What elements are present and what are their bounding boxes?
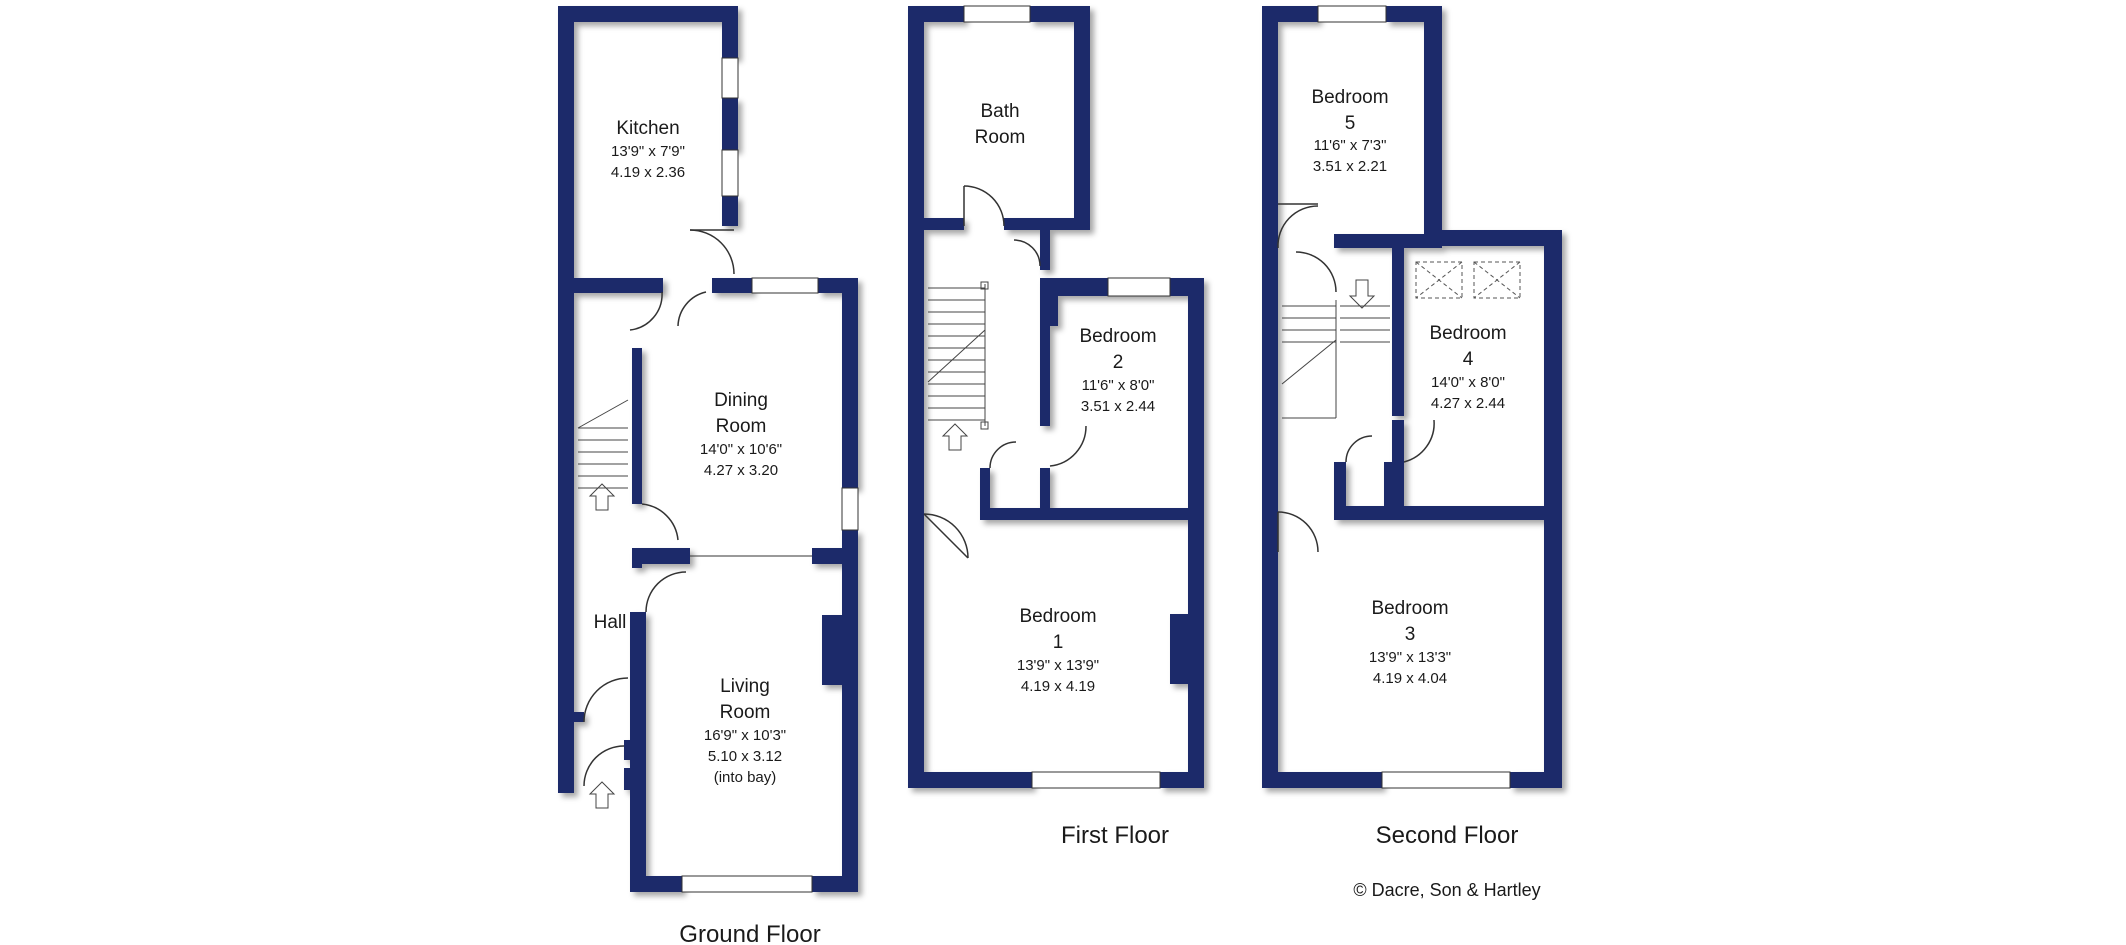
bedroom4-imperial: 14'0" x 8'0": [1431, 374, 1505, 391]
bedroom2-name-line1: Bedroom: [1079, 326, 1156, 347]
bedroom4-name-line1: Bedroom: [1429, 323, 1506, 344]
first-floor-windows: [963, 5, 1171, 789]
first-floor-stairs: [927, 281, 989, 451]
bedroom3-name-line1: Bedroom: [1371, 598, 1448, 619]
bedroom1-name-line2: 1: [1053, 632, 1064, 653]
bedroom3-metric: 4.19 x 4.04: [1373, 670, 1447, 687]
dining-name-line2: Room: [716, 416, 767, 437]
kitchen-imperial: 13'9" x 7'9": [611, 143, 685, 160]
ground-floor-title: Ground Floor: [679, 921, 820, 945]
dining-name-line1: Dining: [714, 390, 768, 411]
bedroom5-metric: 3.51 x 2.21: [1313, 158, 1387, 175]
bedroom2-name-line2: 2: [1113, 352, 1124, 373]
ground-floor-stairs: [577, 399, 629, 809]
bedroom1-imperial: 13'9" x 13'9": [1017, 657, 1099, 674]
ground-floor-windows: [681, 57, 859, 893]
bedroom4-metric: 4.27 x 2.44: [1431, 395, 1505, 412]
living-name-line2: Room: [720, 702, 771, 723]
first-floor-walls: [908, 6, 1204, 788]
second-floor-doors: [1277, 203, 1435, 553]
bedroom5-name-line2: 5: [1345, 113, 1356, 134]
bathroom-name-line1: Bath: [980, 101, 1019, 122]
bedroom5-name-line1: Bedroom: [1311, 87, 1388, 108]
kitchen-name: Kitchen: [616, 118, 679, 139]
second-floor-title: Second Floor: [1376, 822, 1519, 849]
bedroom1-name-line1: Bedroom: [1019, 606, 1096, 627]
bedroom5-imperial: 11'6" x 7'3": [1314, 137, 1387, 154]
first-floor-title: First Floor: [1061, 822, 1169, 849]
hall-name: Hall: [594, 612, 627, 633]
second-floor-stairs: [1281, 279, 1390, 419]
ground-floor-doors: [583, 229, 735, 787]
second-floor-plan: [1262, 5, 1562, 789]
living-name-line1: Living: [720, 676, 770, 697]
room-labels: Kitchen 13'9" x 7'9" 4.19 x 2.36 Dining …: [594, 87, 1507, 786]
living-note: (into bay): [714, 769, 777, 786]
bedroom2-metric: 3.51 x 2.44: [1081, 398, 1155, 415]
dining-metric: 4.27 x 3.20: [704, 462, 778, 479]
bedroom2-imperial: 11'6" x 8'0": [1082, 377, 1155, 394]
living-imperial: 16'9" x 10'3": [704, 727, 786, 744]
dining-imperial: 14'0" x 10'6": [700, 441, 782, 458]
first-floor-plan: [908, 5, 1204, 789]
ground-floor-walls: [558, 6, 858, 892]
second-floor-skylights: [1415, 261, 1521, 299]
ground-floor-plan: [558, 6, 859, 893]
kitchen-metric: 4.19 x 2.36: [611, 164, 685, 181]
floor-titles: Ground Floor First Floor Second Floor: [679, 822, 1518, 945]
bedroom3-imperial: 13'9" x 13'3": [1369, 649, 1451, 666]
second-floor-windows: [1317, 5, 1511, 789]
bedroom4-name-line2: 4: [1463, 349, 1474, 370]
copyright-notice: © Dacre, Son & Hartley: [1353, 880, 1540, 900]
first-floor-doors: [923, 185, 1087, 559]
bedroom3-name-line2: 3: [1405, 624, 1416, 645]
bathroom-name-line2: Room: [975, 127, 1026, 148]
bedroom1-metric: 4.19 x 4.19: [1021, 678, 1095, 695]
living-metric: 5.10 x 3.12: [708, 748, 782, 765]
second-floor-walls: [1262, 6, 1562, 788]
